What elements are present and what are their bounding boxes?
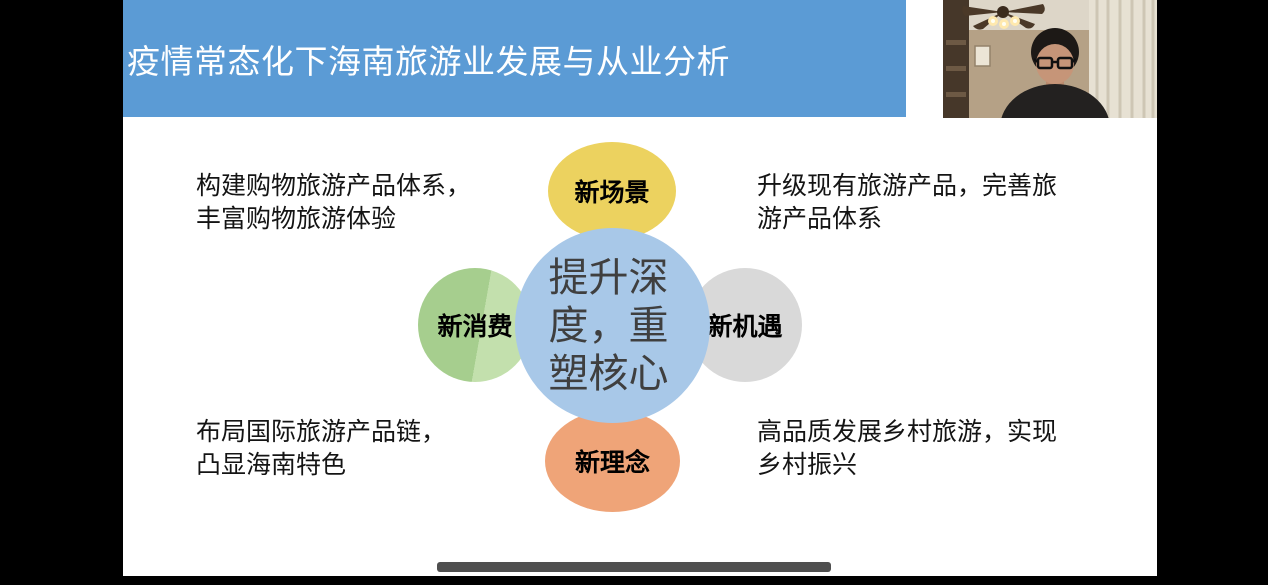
annotation-top-right: 升级现有旅游产品，完善旅 游产品体系 — [757, 172, 1058, 233]
diagram-node-right-label: 新机遇 — [707, 313, 783, 341]
slide-title: 疫情常态化下海南旅游业发展与从业分析 — [127, 42, 730, 80]
wall-frame — [974, 45, 991, 67]
annotation-top-left: 构建购物旅游产品体系， 丰富购物旅游体验 — [196, 172, 472, 233]
bookshelf — [943, 0, 969, 118]
diagram-node-bottom-label: 新理念 — [574, 449, 650, 477]
annotation-bottom-right: 高品质发展乡村旅游，实现 乡村振兴 — [757, 418, 1058, 479]
diagram-node-left-label: 新消费 — [437, 313, 513, 341]
glasses — [1033, 56, 1077, 70]
diagram-center-circle: 提升深度，重塑核心 — [515, 228, 710, 423]
concept-diagram: 新场景 新消费 新机遇 新理念 提升深度，重塑核心 构建购物旅游产品体系， 丰富… — [123, 0, 1157, 576]
ceiling-fan — [962, 4, 1045, 30]
presenter-webcam[interactable] — [943, 0, 1157, 118]
webcam-video-frame — [943, 0, 1157, 118]
diagram-node-top: 新场景 — [548, 142, 676, 240]
slide-header: 疫情常态化下海南旅游业发展与从业分析 — [123, 0, 906, 117]
diagram-center-text: 提升深度，重塑核心 — [548, 255, 669, 396]
presenter-figure — [1001, 28, 1109, 118]
curtain — [1089, 0, 1157, 118]
slide-footer-bar — [437, 562, 831, 572]
diagram-node-top-label: 新场景 — [574, 179, 650, 207]
diagram-node-bottom: 新理念 — [545, 410, 680, 512]
annotation-bottom-left: 布局国际旅游产品链， 凸显海南特色 — [196, 418, 447, 479]
diagram-node-left: 新消费 — [418, 268, 532, 382]
